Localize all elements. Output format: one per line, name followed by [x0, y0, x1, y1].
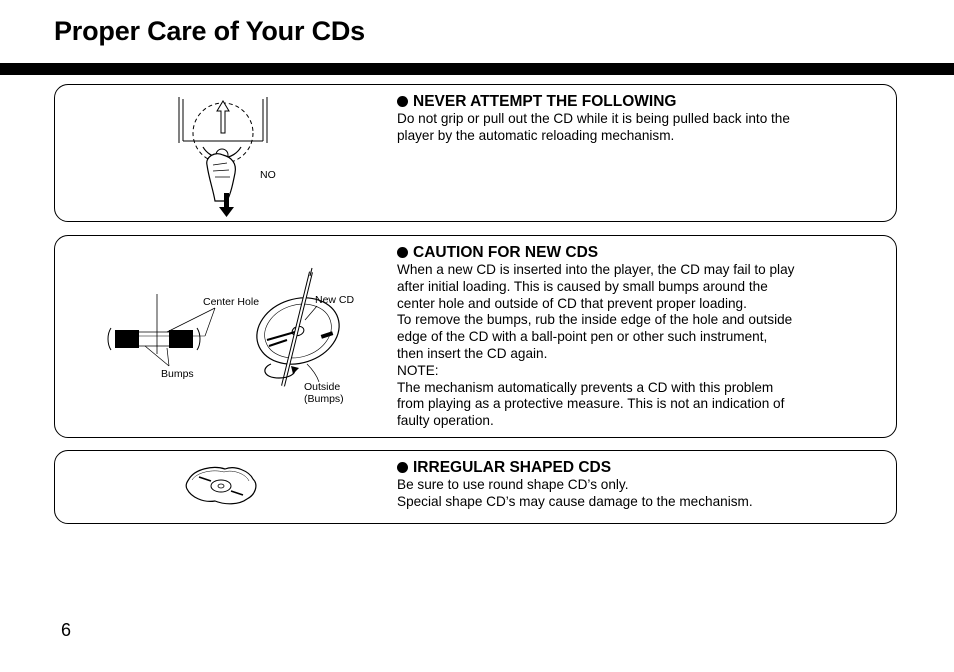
heading-text: NEVER ATTEMPT THE FOLLOWING [413, 93, 677, 110]
section-never-attempt-body: NEVER ATTEMPT THE FOLLOWING Do not grip … [397, 92, 837, 145]
section-irregular-cds: IRREGULAR SHAPED CDS Be sure to use roun… [54, 450, 897, 524]
paragraph: The mechanism automatically prevents a C… [397, 379, 785, 429]
cd-pull-out-illustration: NO [178, 97, 276, 217]
title-rule [0, 63, 954, 75]
heading-text: CAUTION FOR NEW CDS [413, 244, 599, 261]
new-cd-illustration: Center Hole Bumps New CD Outside (Bumps) [107, 267, 355, 405]
bullet-icon [397, 96, 408, 107]
paragraph: Be sure to use round shape CD’s only. Sp… [397, 477, 753, 509]
outside-bumps-label: (Bumps) [304, 393, 344, 405]
new-cd-label: New CD [315, 294, 355, 306]
no-label: NO [260, 169, 276, 181]
page-number: 6 [61, 620, 72, 640]
page-title: Proper Care of Your CDs [54, 16, 365, 46]
heading-text: IRREGULAR SHAPED CDS [413, 459, 612, 476]
bullet-icon [397, 247, 408, 258]
section-heading: IRREGULAR SHAPED CDS [397, 458, 837, 477]
note-label: NOTE: [397, 362, 439, 378]
bullet-icon [397, 462, 408, 473]
paragraph: To remove the bumps, rub the inside edge… [397, 312, 793, 361]
paragraph: When a new CD is inserted into the playe… [397, 262, 795, 311]
paragraph: Do not grip or pull out the CD while it … [397, 111, 790, 143]
outside-label: Outside [304, 381, 340, 393]
center-hole-label: Center Hole [203, 296, 259, 308]
bumps-label: Bumps [161, 368, 194, 380]
irregular-cd-illustration [185, 466, 257, 505]
section-caution-new-cds: Center Hole Bumps New CD Outside (Bumps)… [54, 235, 897, 438]
section-never-attempt: NO NEVER ATTEMPT THE FOLLOWING Do not gr… [54, 84, 897, 222]
section-caution-body: CAUTION FOR NEW CDS When a new CD is ins… [397, 243, 837, 430]
section-heading: NEVER ATTEMPT THE FOLLOWING [397, 92, 837, 111]
section-irregular-body: IRREGULAR SHAPED CDS Be sure to use roun… [397, 458, 837, 511]
section-heading: CAUTION FOR NEW CDS [397, 243, 837, 262]
